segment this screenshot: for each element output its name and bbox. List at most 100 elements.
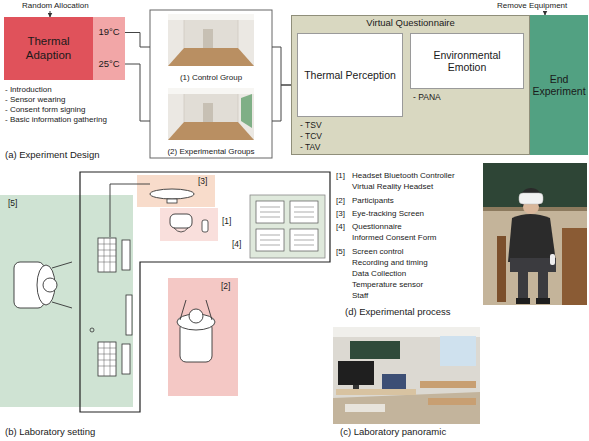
label-slot: Questionnaire — [352, 222, 402, 231]
eye-tracking-screen — [110, 184, 150, 237]
room-photo — [238, 20, 239, 48]
label-slot: [5] — [8, 199, 17, 209]
label-slot: (b) Laboratory setting — [5, 427, 95, 438]
computer — [90, 328, 94, 332]
computer — [98, 238, 116, 272]
key-item: Staff — [352, 291, 368, 300]
panorama-photo — [440, 336, 476, 366]
room-photo — [184, 20, 238, 48]
room-photo — [238, 94, 239, 122]
panel-caption: (b) Laboratory setting — [5, 427, 95, 438]
panorama-photo — [333, 327, 480, 337]
experiment-photo — [510, 258, 556, 300]
node-text: Virtual Questionnaire — [366, 18, 455, 29]
vr-headset — [174, 228, 188, 232]
experiment-photo — [483, 163, 587, 207]
room-photo — [168, 14, 254, 20]
floor-plan — [160, 208, 218, 241]
panorama-photo — [333, 327, 480, 424]
room-photo — [184, 20, 185, 48]
label-slot: Temperature sensor — [352, 280, 423, 289]
measure-item: - TAV — [300, 143, 320, 153]
callout-number: [5] — [8, 199, 17, 209]
callout-number: [1] — [222, 217, 231, 227]
label-slot: [3] — [336, 209, 345, 218]
floor-plan — [0, 195, 133, 407]
connector-line — [125, 33, 150, 48]
label-slot: Virtual Reality Headset — [352, 182, 433, 191]
vr-headset — [170, 214, 192, 228]
section-box: Environmental Emotion — [410, 33, 524, 89]
panorama-photo — [350, 341, 400, 359]
questionnaire-panel: Virtual QuestionnaireThermal Perception E… — [291, 15, 530, 155]
label-slot: [1] — [222, 217, 231, 227]
paper-sheet — [260, 207, 314, 245]
temperature-box: 25°C — [93, 48, 125, 80]
measure-item: - TSV — [300, 121, 322, 131]
room-photo — [168, 88, 254, 140]
panorama-photo — [345, 404, 385, 412]
callout-number: [4] — [336, 222, 345, 231]
vr-headset — [170, 214, 208, 232]
stage-box: Thermal Adaption — [4, 17, 93, 80]
panel-caption: (c) Laboratory panoramic — [340, 427, 446, 438]
staff-figure — [14, 262, 72, 308]
callout-number: [3] — [198, 177, 207, 187]
node-text: Thermal Perception — [304, 69, 396, 81]
room-photo — [168, 14, 254, 66]
label-slot: - TCV — [300, 132, 322, 142]
label-slot: (c) Laboratory panoramic — [340, 427, 446, 438]
computer — [122, 240, 130, 270]
callout-number: [4] — [232, 240, 241, 250]
label-slot: [5] — [336, 247, 345, 256]
label-slot: Data Collection — [352, 269, 406, 278]
connector-line — [272, 85, 291, 121]
label-slot: Random Allocation — [22, 1, 89, 10]
label-slot: Screen control — [352, 247, 404, 256]
node-text: 19°C — [98, 27, 119, 38]
key-item: Questionnaire — [352, 222, 402, 231]
group-frame — [150, 10, 272, 158]
connector-line — [272, 47, 291, 85]
panorama-photo — [428, 398, 476, 405]
panorama-photo — [333, 392, 480, 424]
annotation: Remove Equipment — [497, 1, 567, 10]
node-text: (2) Experimental Groups — [167, 147, 254, 156]
node-text: (1) Control Group — [180, 73, 242, 82]
eye-tracking-screen — [110, 184, 194, 237]
group-panel: (2) Experimental Groups — [150, 84, 272, 158]
room-photo — [241, 94, 252, 128]
label-slot: [4] — [336, 222, 345, 231]
panel-caption: (d) Experimental process — [345, 307, 451, 318]
step-note: - Sensor wearing — [5, 95, 65, 104]
room-photo — [184, 94, 238, 122]
computer — [98, 342, 116, 376]
panorama-photo — [336, 389, 416, 395]
label-slot: - Consent form signing — [5, 105, 85, 114]
callout-number: [3] — [336, 209, 345, 218]
step-note: - Basic information gathering — [5, 115, 107, 124]
key-item: Screen control — [352, 247, 404, 256]
label-slot: [2] — [336, 196, 345, 205]
experiment-photo — [497, 236, 506, 302]
panorama-photo — [338, 361, 374, 385]
floor-plan — [137, 175, 215, 207]
panel-caption: (a) Experiment Design — [5, 150, 100, 161]
key-item: Recording and timing — [352, 258, 428, 267]
room-photo — [168, 14, 254, 66]
connector-line — [125, 64, 150, 121]
label-slot: Eye-tracking Screen — [352, 209, 424, 218]
temperature-box: 19°C — [93, 17, 125, 48]
key-item: Eye-tracking Screen — [352, 209, 424, 218]
computer — [98, 238, 116, 272]
room-photo — [184, 94, 185, 122]
key-item: Participants — [352, 196, 394, 205]
node-text: 25°C — [98, 59, 119, 70]
label-slot: Remove Equipment — [497, 1, 567, 10]
room-photo — [168, 88, 254, 94]
key-item: Temperature sensor — [352, 280, 423, 289]
paper-sheet — [256, 201, 318, 251]
section-box: Thermal Perception — [297, 33, 403, 117]
label-slot: (d) Experimental process — [345, 307, 451, 318]
